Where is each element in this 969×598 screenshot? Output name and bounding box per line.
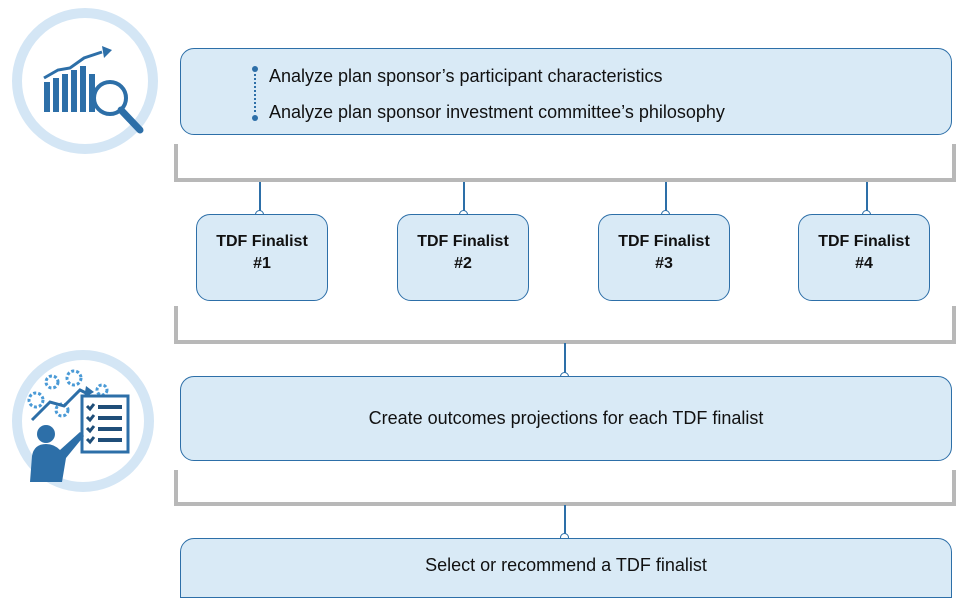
finalist-label: TDF Finalist#3: [618, 233, 710, 272]
bracket-3: [174, 470, 956, 506]
finalist-label: TDF Finalist#2: [417, 233, 509, 272]
projections-box: Create outcomes projections for each TDF…: [180, 376, 952, 461]
projections-text: Create outcomes projections for each TDF…: [368, 408, 764, 428]
analyze-icon: [12, 8, 158, 154]
analysis-box: Analyze plan sponsor’s participant chara…: [180, 48, 952, 135]
finalist-label: TDF Finalist#1: [216, 233, 308, 272]
project-icon: [12, 350, 154, 492]
connector-line: [259, 182, 261, 213]
connector-line: [463, 182, 465, 213]
presenter-checklist-icon: [27, 369, 130, 482]
finalist-label: TDF Finalist#4: [818, 233, 910, 272]
bracket-1: [174, 144, 956, 182]
select-box: Select or recommend a TDF finalist: [180, 538, 952, 598]
bullet-dot: [252, 115, 258, 121]
connector-line: [564, 505, 566, 537]
bar-chart-magnifier-icon: [43, 46, 144, 134]
select-text: Select or recommend a TDF finalist: [425, 555, 707, 575]
finalist-box-1: TDF Finalist#1: [196, 214, 328, 301]
bullet-connector: [254, 74, 256, 112]
finalist-box-3: TDF Finalist#3: [598, 214, 730, 301]
analysis-item: Analyze plan sponsor’s participant chara…: [269, 66, 663, 86]
connector-line: [564, 343, 566, 375]
connector-line: [665, 182, 667, 213]
analysis-item: Analyze plan sponsor investment committe…: [269, 102, 725, 122]
finalist-box-2: TDF Finalist#2: [397, 214, 529, 301]
finalist-box-4: TDF Finalist#4: [798, 214, 930, 301]
bracket-2: [174, 306, 956, 344]
bullet-dot: [252, 66, 258, 72]
connector-line: [866, 182, 868, 213]
